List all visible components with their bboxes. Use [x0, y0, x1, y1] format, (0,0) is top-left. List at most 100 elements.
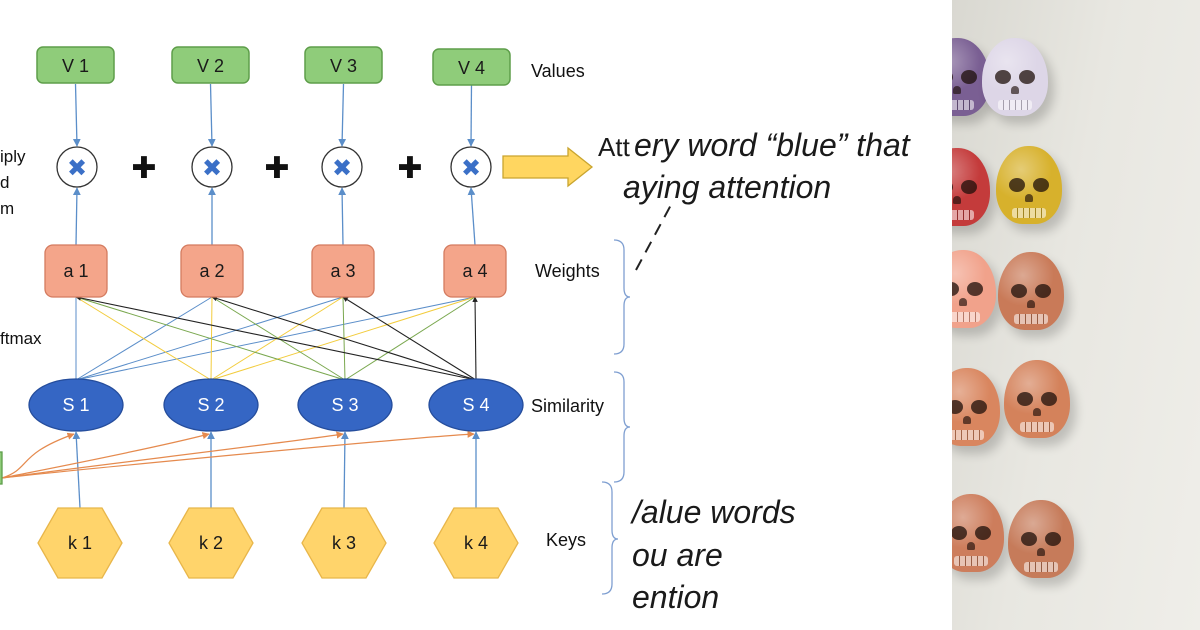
- weight-label-3: a 3: [330, 261, 355, 281]
- value-to-multiply-arrow-3: [338, 83, 347, 147]
- similarity-node-2: S 2: [163, 378, 259, 432]
- keys-bracket: [601, 481, 619, 595]
- plus-icon-3: ✚: [397, 151, 422, 186]
- weight-to-multiply-arrow-3: [338, 187, 347, 246]
- similarity-node-1: S 1: [28, 378, 124, 432]
- multiply-icon-1: ✖: [67, 154, 87, 182]
- callout-top-prefix: Att: [598, 132, 631, 162]
- similarity-4-to-weight-4-line: [472, 296, 478, 381]
- skull-eye: [1035, 284, 1051, 298]
- skull-nose: [953, 196, 961, 204]
- weights-bracket: [613, 239, 631, 355]
- skull-teeth: [952, 430, 984, 440]
- keys-label: Keys: [546, 530, 586, 550]
- skull-eye: [952, 70, 953, 84]
- skull-nose: [963, 416, 971, 424]
- weight-box-1: a 1: [44, 244, 108, 298]
- skull-nose: [1011, 86, 1019, 94]
- similarity-2-to-weight-1-line: [75, 296, 212, 381]
- skull-eye: [967, 282, 983, 296]
- skull-eye: [952, 282, 959, 296]
- value-label-3: V 3: [330, 56, 357, 76]
- skull-eye: [1021, 532, 1037, 546]
- values-label: Values: [531, 61, 585, 81]
- weight-box-4: a 4: [443, 244, 507, 298]
- value-box-1: V 1: [36, 46, 115, 84]
- skull-nose: [959, 298, 967, 306]
- multiply-fragment-2: d: [0, 173, 9, 192]
- skull-teeth: [1020, 422, 1054, 432]
- callout-bottom-line-1: /alue words: [630, 494, 796, 530]
- query-to-similarity-arrow-2: [1, 432, 210, 479]
- weight-label-1: a 1: [63, 261, 88, 281]
- skull-eye: [1019, 70, 1035, 84]
- multiply-node-1: ✖: [56, 146, 98, 188]
- skull-nose: [1037, 548, 1045, 556]
- skull-teeth: [952, 100, 974, 110]
- key-label-2: k 2: [199, 533, 223, 553]
- skull-nose: [967, 542, 975, 550]
- callout-bottom-line-3: ention: [632, 579, 719, 615]
- weight-to-multiply-arrow-1: [72, 187, 81, 246]
- key-row: k 1 k 2 k 3 k 4: [37, 507, 519, 579]
- similarity-label-4: S 4: [462, 395, 489, 415]
- softmax-fragment: ftmax: [0, 329, 42, 348]
- similarity-3-to-weight-1-line: [75, 296, 346, 381]
- similarity-label-3: S 3: [331, 395, 358, 415]
- value-to-multiply-arrow-1: [72, 83, 81, 147]
- weight-row: a 1 a 2 a 3 a 4: [44, 244, 507, 298]
- skull-teeth: [1012, 208, 1046, 218]
- similarity-4-to-weight-1-line: [75, 295, 477, 381]
- multiply-icon-4: ✖: [461, 154, 481, 182]
- skull-teeth: [1014, 314, 1048, 324]
- key-node-3: k 3: [301, 507, 387, 579]
- query-to-similarity-arrow-4: [1, 430, 475, 479]
- skull-figurine: [952, 250, 996, 328]
- value-box-4: V 4: [432, 48, 511, 86]
- callout-top-line-2: aying attention: [623, 169, 831, 205]
- query-to-similarity-arrow-3: [1, 431, 344, 479]
- value-box-2: V 2: [171, 46, 250, 84]
- skull-eye: [961, 180, 977, 194]
- value-label-4: V 4: [458, 58, 485, 78]
- query-to-similarity-arrow-1: [1, 432, 75, 479]
- skull-eye: [952, 526, 967, 540]
- dashed-pointer-line: [635, 202, 673, 271]
- callout-bottom-line-2: ou are: [632, 537, 723, 573]
- skull-teeth: [952, 210, 974, 220]
- skull-teeth: [954, 556, 988, 566]
- value-to-multiply-arrow-2: [207, 83, 216, 147]
- plus-icon-2: ✚: [264, 151, 289, 186]
- skull-wall-photo: [952, 0, 1200, 630]
- connector-lines: [1, 83, 480, 509]
- skull-teeth: [952, 312, 980, 322]
- similarity-label-1: S 1: [62, 395, 89, 415]
- callout-top-line-1: ery word “blue” that: [634, 127, 911, 163]
- weight-to-multiply-arrow-4: [467, 187, 476, 246]
- multiply-row: ✖ ✖ ✖ ✖ ✚ ✚ ✚: [56, 146, 492, 188]
- key-to-similarity-arrow-3: [341, 431, 349, 509]
- value-row: V 1 V 2 V 3 V 4: [36, 46, 511, 86]
- weight-box-2: a 2: [180, 244, 244, 298]
- skull-teeth: [998, 100, 1032, 110]
- key-label-3: k 3: [332, 533, 356, 553]
- skull-figurine: [952, 494, 1004, 572]
- key-node-4: k 4: [433, 507, 519, 579]
- skull-eye: [961, 70, 977, 84]
- skull-eye: [1017, 392, 1033, 406]
- skull-eye: [1011, 284, 1027, 298]
- key-label-4: k 4: [464, 533, 488, 553]
- output-arrow-icon: [502, 146, 594, 188]
- attention-diagram: V 1 V 2 V 3 V 4 ✖ ✖ ✖ ✖: [0, 46, 911, 615]
- weights-label: Weights: [535, 261, 600, 281]
- value-label-2: V 2: [197, 56, 224, 76]
- skull-eye: [1009, 178, 1025, 192]
- similarity-node-3: S 3: [297, 378, 393, 432]
- value-box-3: V 3: [304, 46, 383, 84]
- skull-eye: [1033, 178, 1049, 192]
- similarity-4-to-weight-3-line: [342, 296, 477, 381]
- key-node-2: k 2: [168, 507, 254, 579]
- similarity-row: S 1 S 2 S 3 S 4: [28, 378, 524, 432]
- similarity-label: Similarity: [531, 396, 604, 416]
- skull-figurine: [998, 252, 1064, 330]
